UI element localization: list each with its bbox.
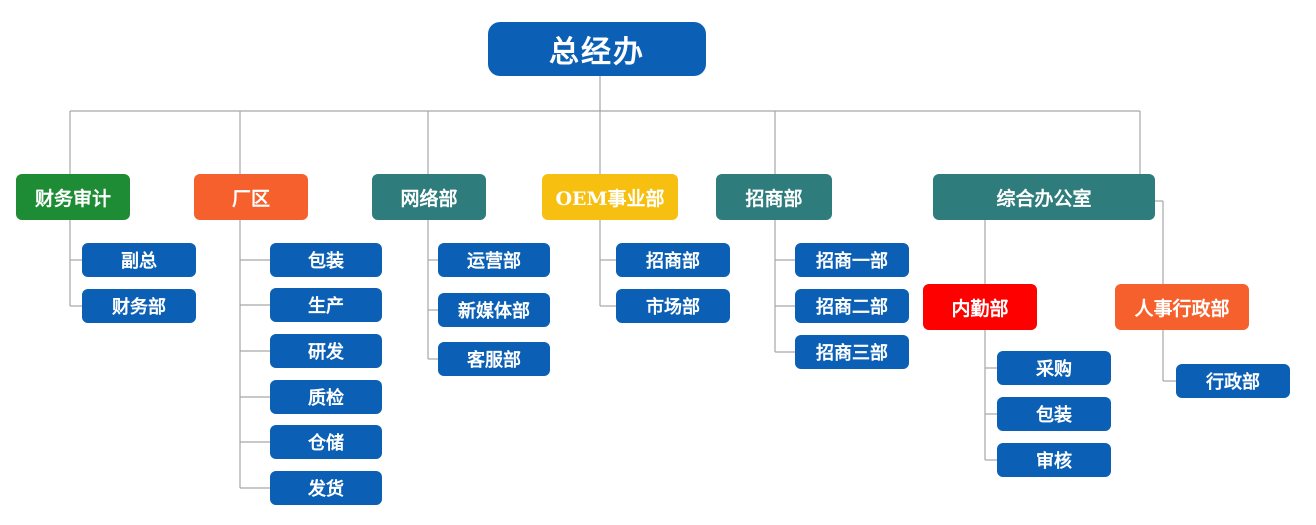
leaf-factory-4[interactable]: 仓储	[270, 425, 382, 459]
leaf-factory-0[interactable]: 包装	[270, 243, 382, 277]
leaf-finance-0[interactable]: 副总	[82, 243, 196, 277]
leaf-network-2[interactable]: 客服部	[438, 342, 550, 376]
node-oem[interactable]: OEM事业部	[542, 174, 678, 220]
leaf-factory-2[interactable]: 研发	[270, 334, 382, 368]
node-hr-admin[interactable]: 人事行政部	[1115, 284, 1249, 330]
node-investment[interactable]: 招商部	[716, 174, 832, 220]
leaf-factory-3[interactable]: 质检	[270, 380, 382, 414]
leaf-factory-1[interactable]: 生产	[270, 288, 382, 322]
leaf-investment-0[interactable]: 招商一部	[795, 243, 909, 277]
leaf-oem-0[interactable]: 招商部	[616, 243, 730, 277]
node-general-office[interactable]: 综合办公室	[933, 174, 1155, 220]
leaf-logistics-0[interactable]: 采购	[997, 351, 1111, 385]
leaf-oem-1[interactable]: 市场部	[616, 289, 730, 323]
leaf-investment-1[interactable]: 招商二部	[795, 289, 909, 323]
leaf-finance-1[interactable]: 财务部	[82, 289, 196, 323]
leaf-factory-5[interactable]: 发货	[270, 471, 382, 505]
leaf-network-0[interactable]: 运营部	[438, 243, 550, 277]
node-network[interactable]: 网络部	[372, 174, 486, 220]
node-finance-audit[interactable]: 财务审计	[16, 174, 130, 220]
root-node[interactable]: 总经办	[488, 22, 706, 76]
node-logistics[interactable]: 内勤部	[923, 284, 1037, 330]
leaf-investment-2[interactable]: 招商三部	[795, 335, 909, 369]
node-factory[interactable]: 厂区	[194, 174, 308, 220]
leaf-network-1[interactable]: 新媒体部	[438, 293, 550, 327]
leaf-logistics-1[interactable]: 包装	[997, 397, 1111, 431]
leaf-hr-0[interactable]: 行政部	[1176, 364, 1290, 398]
leaf-logistics-2[interactable]: 审核	[997, 443, 1111, 477]
